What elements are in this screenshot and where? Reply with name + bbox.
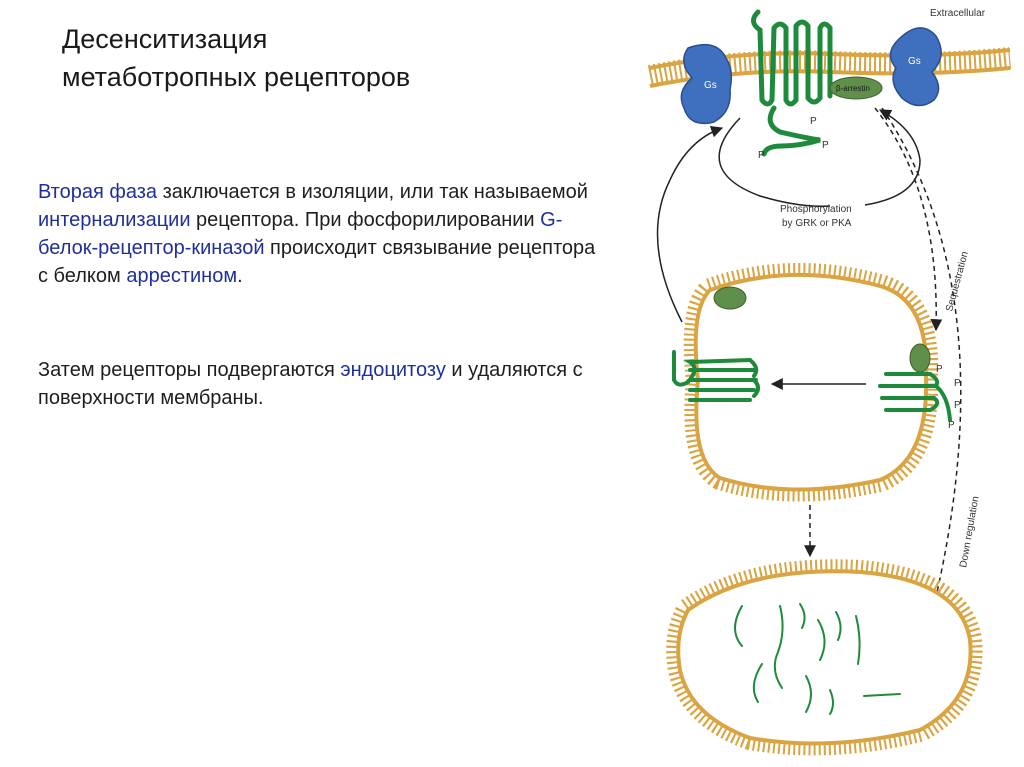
phospho-p-3: P: [758, 150, 765, 161]
sequestration-label: Sequestration: [944, 250, 971, 312]
phospho-p-5: P: [954, 378, 961, 389]
text-segment: .: [237, 265, 243, 287]
paragraph-internalization: Вторая фаза заключается в изоляции, или …: [38, 178, 608, 290]
gs-protein-right: Gs: [889, 27, 942, 107]
down-regulation-arrow: [881, 107, 962, 624]
phosphorylation-arrow-right: [864, 109, 921, 206]
term-grk: G-белок-рецептор-киназой: [38, 209, 563, 259]
phosphorylation-arrow-left: [718, 117, 831, 208]
endosome-vesicle: [683, 262, 939, 502]
recycling-arrow: [656, 125, 724, 323]
arrestin-label: β-arrestin: [836, 84, 870, 93]
arrestin-top: β-arrestin: [829, 76, 883, 100]
down-regulation-label: Down regulation: [958, 495, 981, 568]
phospho-p-1: P: [810, 116, 817, 127]
extracellular-label: Extracellular: [930, 8, 986, 19]
text-segment: заключается в изоляции, или так называем…: [157, 181, 588, 203]
gs-right-label: Gs: [908, 56, 921, 67]
text-segment: рецептора. При фосфорилировании: [190, 209, 541, 231]
sequestration-arrow: [874, 107, 943, 332]
phospho-p-4: P: [936, 364, 943, 375]
receptor-vesicle-right: [878, 372, 952, 422]
receptor-vesicle-left: [672, 350, 760, 402]
phosphorylation-label-2: by GRK or PKA: [782, 218, 852, 229]
title-line-1: Десенситизация: [62, 24, 268, 54]
phospho-p-6: P: [954, 400, 961, 411]
arrestin-vesicle-top: [713, 286, 747, 310]
term-internalization: интернализации: [38, 209, 191, 231]
paragraph-endocytosis: Затем рецепторы подвергаются эндоцитозу …: [38, 356, 608, 412]
degraded-receptor-fragments: [734, 603, 901, 715]
title-line-2: метаботропных рецепторов: [62, 62, 411, 92]
lysosome-vesicle: [666, 559, 983, 756]
term-arrestin: аррестином: [126, 265, 238, 287]
phospho-p-7: P: [948, 420, 955, 431]
phosphorylation-label-1: Phosphorylation: [780, 204, 852, 215]
arrestin-vesicle-right: [909, 343, 931, 373]
slide-title: Десенситизация метаботропных рецепторов: [62, 20, 582, 96]
term-endocytosis: эндоцитозу: [340, 359, 446, 381]
receptor-top: [751, 9, 833, 157]
phospho-p-2: P: [822, 140, 829, 151]
gs-protein-left: Gs: [680, 43, 733, 125]
gs-left-label: Gs: [704, 80, 717, 91]
text-segment: Затем рецепторы подвергаются: [38, 359, 341, 381]
receptor-internalization-diagram: Extracellular Gs Gs β-arrestin P P P Pho…: [647, 8, 1012, 756]
text-segment: происходит связывание рецептора с белком: [38, 237, 596, 287]
term-second-phase: Вторая фаза: [38, 181, 158, 203]
text-segment: и удаляются с поверхности мембраны.: [38, 359, 583, 409]
